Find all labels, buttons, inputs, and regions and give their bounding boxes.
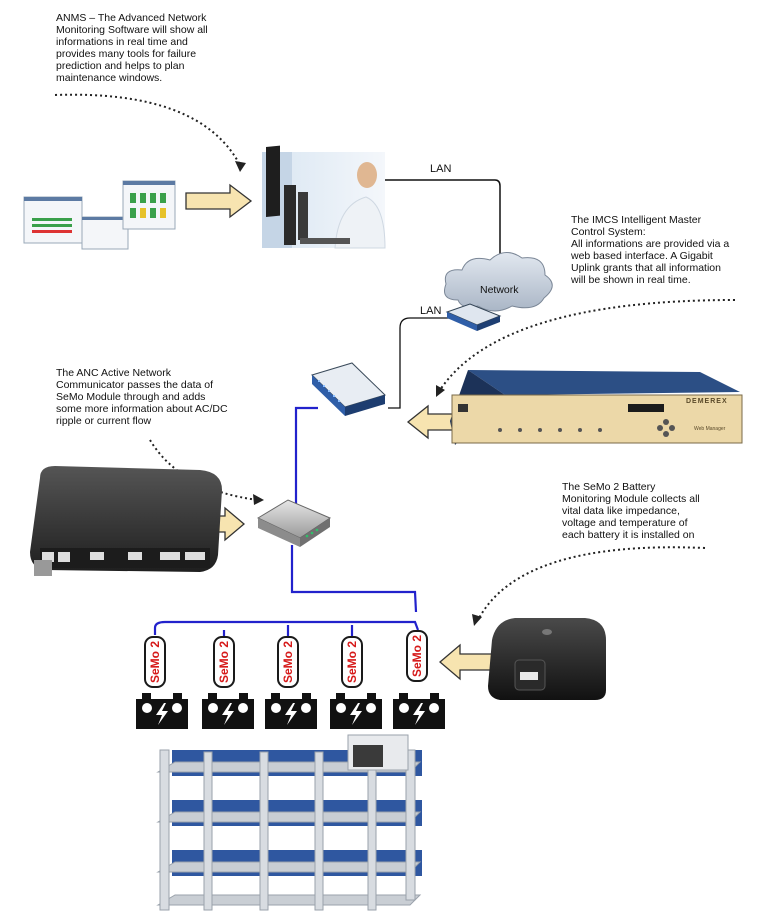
imcs-brand: DEMEREX [686,398,728,405]
caption-semo: The SeMo 2 Battery Monitoring Module col… [562,481,700,541]
battery-icons [136,693,445,729]
lan-switch-small [445,303,502,331]
battery-rack [156,734,422,911]
block-arrows [185,183,493,681]
semo-module-3: SeMo 2 [277,636,299,688]
semo-module-4: SeMo 2 [341,636,363,688]
network-cloud [444,252,553,312]
semo-device [488,618,606,700]
dotted-leaders [54,93,736,621]
main-switch [311,362,386,416]
leader-arrowheads [235,161,482,626]
anc-device [30,466,222,576]
semo-module-5: SeMo 2 [406,630,428,682]
caption-anms: ANMS – The Advanced Network Monitoring S… [56,12,208,84]
operator-photo [262,145,386,249]
semo-module-1: SeMo 2 [144,636,166,688]
imcs-subtitle: Web Manager [694,426,726,432]
anms-screenshots [23,180,176,250]
anc-router [256,499,332,547]
semo-module-2: SeMo 2 [213,636,235,688]
imcs-device [450,370,743,445]
lan-label-switch: LAN [420,305,442,317]
caption-anc: The ANC Active Network Communicator pass… [56,367,228,427]
caption-imcs: The IMCS Intelligent Master Control Syst… [571,214,730,286]
lan-label-top: LAN [430,163,452,175]
lan-line-cloud-switch [388,317,470,409]
lan-line-office-cloud [385,179,501,262]
network-cloud-label: Network [480,284,519,296]
